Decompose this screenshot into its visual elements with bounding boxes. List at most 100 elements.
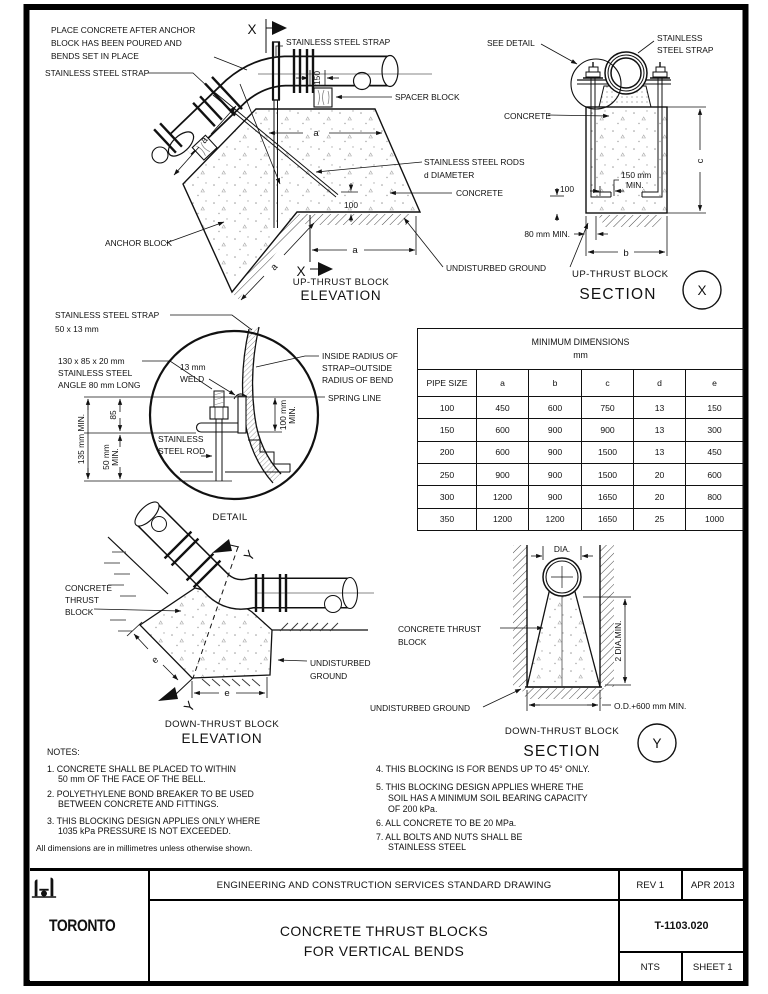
cell: 200 xyxy=(417,440,477,464)
caption-downthrust-elevation: ELEVATION xyxy=(182,731,263,746)
label-concrete-section: CONCRETE xyxy=(504,111,551,121)
cell: 350 xyxy=(417,507,477,532)
drawing-number-cell: T-1103.020 xyxy=(620,901,743,953)
label-concrete-thrust-1: CONCRETE xyxy=(65,583,112,593)
label-detail-strap-line1: STAINLESS STEEL STRAP xyxy=(55,310,160,320)
note-2-line2: BETWEEN CONCRETE AND FITTINGS. xyxy=(58,799,219,809)
cell: 13 xyxy=(633,395,686,420)
upthrust-elevation-drawing: PLACE CONCRETE AFTER ANCHOR BLOCK HAS BE… xyxy=(45,19,589,303)
col-header-b: b xyxy=(528,369,582,397)
section-bubble-y-letter: Y xyxy=(652,736,661,751)
minimum-dimensions-table: MINIMUM DIMENSIONS mm PIPE SIZE a b c d … xyxy=(416,328,745,532)
dim-a-slope-upper: a xyxy=(198,134,210,146)
revision-cell: REV 1 xyxy=(620,871,683,899)
dim-100-section: 100 xyxy=(560,184,574,194)
cut-letter-y-top: Y xyxy=(241,547,258,564)
label-angle-line3: ANGLE 80 mm LONG xyxy=(58,380,140,390)
note-3-line2: 1035 kPa PRESSURE IS NOT EXCEEDED. xyxy=(58,826,231,836)
dim-od-600: O.D.+600 mm MIN. xyxy=(614,701,686,711)
cut-letter-x-bottom: X xyxy=(296,264,305,279)
label-concrete-thrust-sec-2: BLOCK xyxy=(398,637,427,647)
cell: 300 xyxy=(684,418,745,442)
cell: 250 xyxy=(417,462,477,487)
section-cut-arrow-x-bottom xyxy=(318,262,333,276)
title-block-middle: ENGINEERING AND CONSTRUCTION SERVICES ST… xyxy=(150,871,620,981)
label-see-detail: SEE DETAIL xyxy=(487,38,535,48)
drawing-title-line2: FOR VERTICAL BENDS xyxy=(303,943,465,959)
label-angle-line1: 130 x 85 x 20 mm xyxy=(58,356,125,366)
spacer-block-shape xyxy=(191,87,333,161)
toronto-logo-text: TORONTO xyxy=(48,916,116,935)
cell: 300 xyxy=(417,485,477,509)
cell: 450 xyxy=(476,395,529,420)
dim-50mm-min: MIN. xyxy=(110,448,120,466)
note-5-line1: 5. THIS BLOCKING DESIGN APPLIES WHERE TH… xyxy=(376,782,584,792)
cell: 100 xyxy=(417,395,477,420)
caption-elevation: ELEVATION xyxy=(301,288,382,303)
caption-downthrust-block: DOWN-THRUST BLOCK xyxy=(165,719,279,730)
cell: 750 xyxy=(581,395,634,420)
cell: 1500 xyxy=(581,440,634,464)
label-anchor-block: ANCHOR BLOCK xyxy=(105,238,172,248)
label-detail-strap-line2: 50 x 13 mm xyxy=(55,324,99,334)
table-title: MINIMUM DIMENSIONS xyxy=(531,337,630,347)
label-detail-rod-line1: STAINLESS xyxy=(158,434,204,444)
note-5-line2: SOIL HAS A MINIMUM SOIL BEARING CAPACITY xyxy=(388,793,588,803)
dim-150: 150 xyxy=(312,71,322,85)
cell: 900 xyxy=(528,462,582,487)
toronto-logo: TORONTO xyxy=(30,871,150,981)
col-header-e: e xyxy=(684,369,745,397)
section-bubble-x xyxy=(682,270,722,310)
label-radius-line1: INSIDE RADIUS OF xyxy=(322,351,398,361)
cell: 900 xyxy=(528,440,582,464)
note-2-line1: 2. POLYETHYLENE BOND BREAKER TO BE USED xyxy=(47,789,254,799)
caption-upthrust-block: UP-THRUST BLOCK xyxy=(293,277,390,288)
label-strap-line2: STEEL STRAP xyxy=(657,45,714,55)
note-4: 4. THIS BLOCKING IS FOR BENDS UP TO 45° … xyxy=(376,764,590,774)
scale-cell: NTS xyxy=(620,953,683,981)
cell: 1650 xyxy=(581,485,634,509)
label-radius-line2: STRAP=OUTSIDE xyxy=(322,363,392,373)
label-concrete: CONCRETE xyxy=(456,188,503,198)
label-undisturbed-ground-sec: UNDISTURBED GROUND xyxy=(370,703,470,713)
title-block-right: REV 1 APR 2013 T-1103.020 NTS SHEET 1 xyxy=(620,871,743,981)
org-line: ENGINEERING AND CONSTRUCTION SERVICES ST… xyxy=(150,871,618,901)
cell: 1650 xyxy=(581,507,634,532)
cell: 900 xyxy=(476,462,529,487)
label-angle-line2: STAINLESS STEEL xyxy=(58,368,133,378)
label-weld-line1: 13 mm xyxy=(180,362,206,372)
dim-135mm-min: 135 mm MIN. xyxy=(76,414,86,464)
dim-b: b xyxy=(623,248,628,259)
caption-detail: DETAIL xyxy=(212,512,248,523)
cell: 20 xyxy=(633,485,686,509)
dim-80mm-min: 80 mm MIN. xyxy=(524,229,570,239)
cell: 13 xyxy=(633,440,686,464)
label-undisturbed-2: GROUND xyxy=(310,671,347,681)
label-stainless-steel-strap-top: STAINLESS STEEL STRAP xyxy=(286,37,391,47)
dim-a-slope-lower: a xyxy=(268,261,280,273)
label-undisturbed-ground: UNDISTURBED GROUND xyxy=(446,263,546,273)
dim-50mm: 50 mm xyxy=(101,444,111,470)
label-spring-line: SPRING LINE xyxy=(328,393,381,403)
cell: 1200 xyxy=(476,507,529,532)
label-concrete-thrust-sec-1: CONCRETE THRUST xyxy=(398,624,481,634)
note-7-line1: 7. ALL BOLTS AND NUTS SHALL BE xyxy=(376,832,523,842)
date-cell: APR 2013 xyxy=(690,879,735,891)
cell: 600 xyxy=(476,440,529,464)
dim-85: 85 xyxy=(108,410,118,420)
cell: 600 xyxy=(684,462,745,487)
table-unit: mm xyxy=(573,350,588,360)
toronto-logo-icon xyxy=(31,877,57,898)
label-weld-line2: WELD xyxy=(180,374,204,384)
cell: 1500 xyxy=(581,462,634,487)
dim-150mm-min: MIN. xyxy=(626,180,644,190)
note-place-concrete-line3: BENDS SET IN PLACE xyxy=(51,51,139,61)
note-1-line2: 50 mm OF THE FACE OF THE BELL. xyxy=(58,774,206,784)
dim-150mm: 150 mm xyxy=(621,170,651,180)
